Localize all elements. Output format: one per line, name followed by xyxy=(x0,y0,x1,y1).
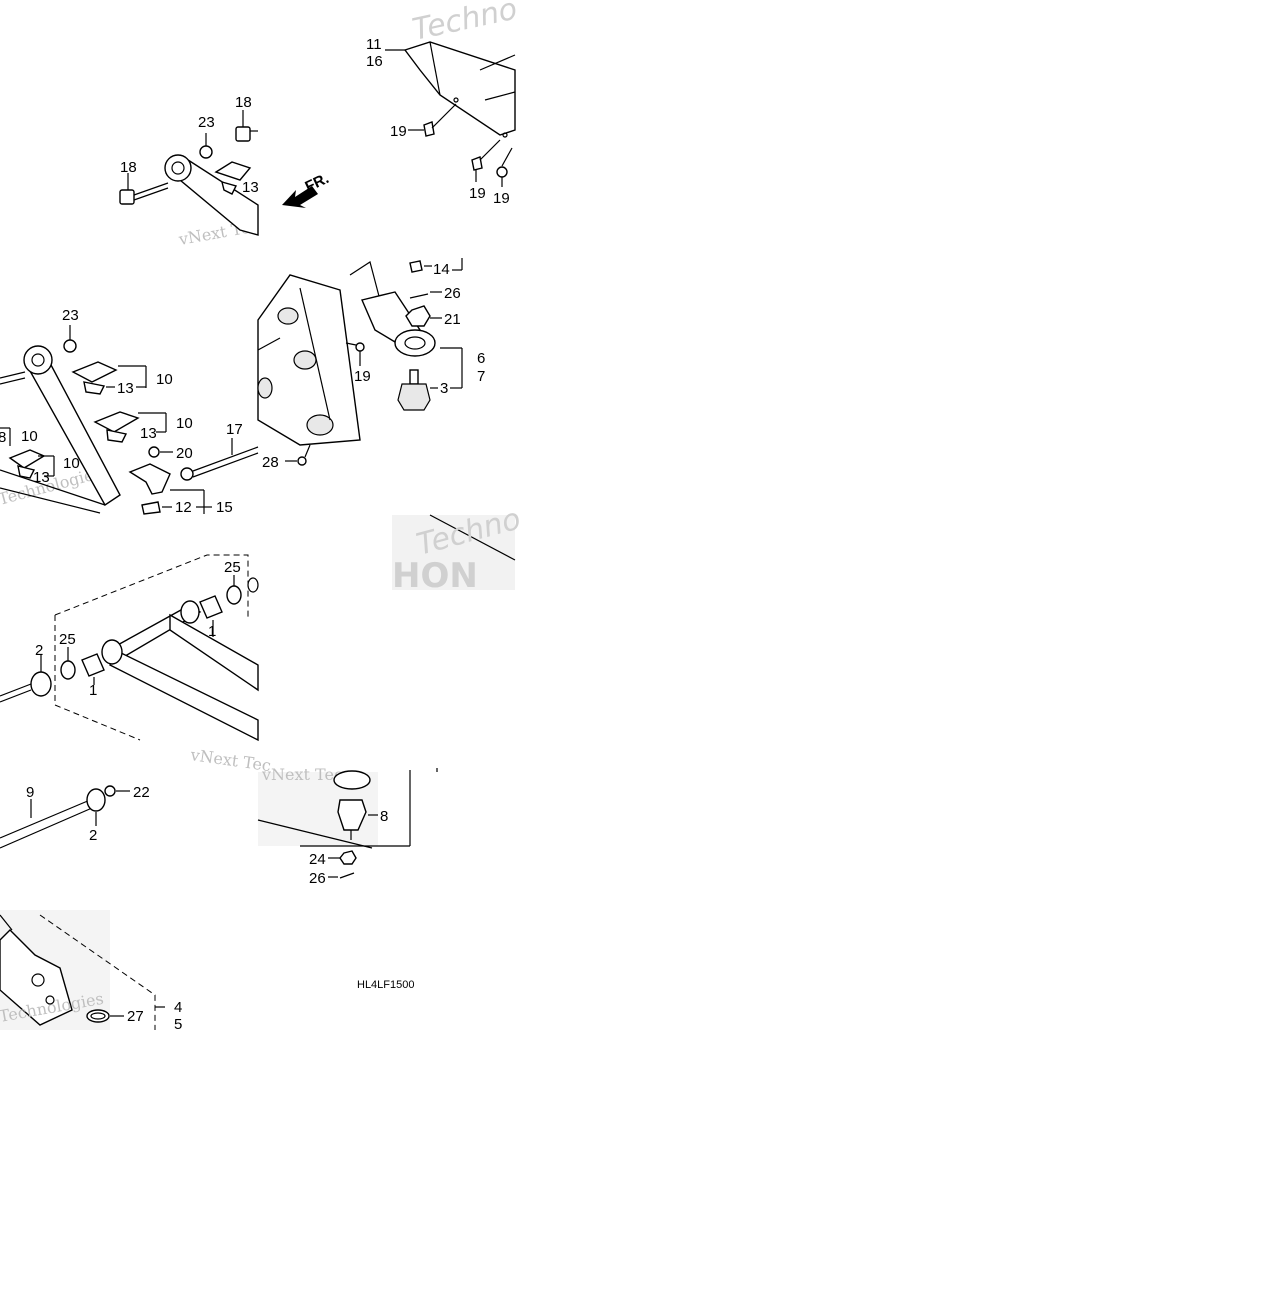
callout-10-b: 10 xyxy=(176,415,193,432)
seal-25-low xyxy=(60,660,76,680)
direction-label: FR. xyxy=(303,170,332,196)
callout-15: 15 xyxy=(216,499,233,516)
bolt-18-top xyxy=(235,126,251,142)
tile-lower-arm-hardware: Technologies 23 10 13 10 xyxy=(0,307,259,516)
nut-23-mid xyxy=(63,339,77,353)
callout-13-b: 13 xyxy=(117,380,134,397)
callout-8: 8 xyxy=(380,808,388,825)
diagram-code: HL4LF1500 xyxy=(357,979,415,991)
callout-3: 3 xyxy=(440,380,448,397)
callout-26-low: 26 xyxy=(309,870,326,887)
nut-24 xyxy=(339,850,357,865)
o-ring-27 xyxy=(86,1009,110,1023)
ball-joint-3 xyxy=(397,369,431,411)
callout-10-a: 10 xyxy=(156,371,173,388)
watermark-logo: HON xyxy=(392,556,478,596)
arm-bushing xyxy=(164,154,192,182)
washer-2-top xyxy=(30,671,52,697)
lower-knuckle-eye xyxy=(333,770,371,790)
callout-19-d: 19 xyxy=(354,368,371,385)
callout-1-low: 1 xyxy=(89,682,97,699)
callout-24: 24 xyxy=(309,851,326,868)
front-direction-arrow xyxy=(282,186,318,208)
callout-19-a: 19 xyxy=(390,123,407,140)
callout-26-top: 26 xyxy=(444,285,461,302)
bolt-19-a xyxy=(408,103,457,137)
callout-11: 11 xyxy=(366,36,382,53)
callout-20: 20 xyxy=(176,445,193,462)
callout-28: 28 xyxy=(262,454,279,471)
washer-2-low xyxy=(86,788,106,812)
callout-25-low: 25 xyxy=(59,631,76,648)
callout-10-d: 10 xyxy=(63,455,80,472)
callout-2-top: 2 xyxy=(35,642,43,659)
tile-shaft: 9 2 22 xyxy=(0,784,150,849)
nut-22 xyxy=(104,785,116,797)
bolt-28 xyxy=(297,456,307,466)
clamp-13 xyxy=(214,161,252,181)
callout-10-c: 10 xyxy=(21,428,38,445)
cotter-pin-26-top xyxy=(409,293,429,299)
shaft-9 xyxy=(0,799,91,839)
nut-21 xyxy=(405,305,431,327)
callout-19-b: 19 xyxy=(469,185,486,202)
bushing-1-low xyxy=(81,653,105,677)
tile-skid-plate-top: Techno 11 16 19 19 19 xyxy=(282,0,520,208)
clip-14 xyxy=(409,260,423,273)
nut-23-top xyxy=(199,145,213,159)
cotter-pin-26-low xyxy=(339,872,355,879)
callout-1-top: 1 xyxy=(208,623,216,640)
bolt-19-c xyxy=(496,147,513,187)
tile-lower-ball-joint: vNext Tec 8 24 26 xyxy=(257,765,438,887)
a-arm-upper-leg xyxy=(169,613,259,692)
callout-5: 5 xyxy=(174,1016,182,1033)
callout-14: 14 xyxy=(433,261,450,278)
callout-23-mid: 23 xyxy=(62,307,79,324)
watermark-company-top: Techno xyxy=(409,0,520,48)
watermark-brand-2: vNext Tec xyxy=(188,745,272,775)
watermark-brand-3: vNext Tec xyxy=(261,765,343,784)
bolt-18-left xyxy=(119,173,169,205)
collar-12 xyxy=(141,501,161,515)
bolt-17 xyxy=(180,438,259,481)
tile-upper-arm-bolts: vNext Tec 18 23 18 13 xyxy=(119,94,260,249)
clamp-set-c xyxy=(0,427,55,479)
callout-6: 6 xyxy=(477,350,485,367)
bolt-19-d xyxy=(355,342,365,352)
callout-23-top: 23 xyxy=(198,114,215,131)
tile-watermark-fragment: Techno HON xyxy=(392,501,524,596)
bracket-15 xyxy=(128,463,171,495)
callout-2-low: 2 xyxy=(89,827,97,844)
callout-9: 9 xyxy=(26,784,34,801)
seal-25-top xyxy=(226,585,242,605)
callout-4: 4 xyxy=(174,999,182,1016)
tile-a-arm: vNext Tec 1 25 1 25 2 xyxy=(0,554,272,775)
guard-plate xyxy=(403,41,516,136)
clamp-set-a xyxy=(71,361,147,395)
callout-27: 27 xyxy=(127,1008,144,1025)
callout-7: 7 xyxy=(477,368,485,385)
bushing-1-top xyxy=(199,595,223,619)
bolt-19-b xyxy=(471,139,501,182)
nut-20 xyxy=(148,446,160,458)
callout-12: 12 xyxy=(175,499,192,516)
callout-18-left: 18 xyxy=(120,159,137,176)
ball-joint-8 xyxy=(337,799,367,831)
callout-17: 17 xyxy=(226,421,243,438)
callout-25-top: 25 xyxy=(224,559,241,576)
tile-frame-knuckle: 3 6 7 21 26 14 19 28 xyxy=(257,258,485,471)
callout-22: 22 xyxy=(133,784,150,801)
callout-13-d: 13 xyxy=(33,469,50,486)
callout-13-c: 13 xyxy=(140,425,157,442)
callout-18-top: 18 xyxy=(235,94,252,111)
lower-arm-bushing xyxy=(23,345,53,375)
callout-13-top: 13 xyxy=(242,179,259,196)
tile-lower-arm-assembly: Technologies 27 4 5 xyxy=(0,910,182,1033)
callout-21: 21 xyxy=(444,311,461,328)
callout-19-c: 19 xyxy=(493,190,510,207)
clamp-set-b xyxy=(93,411,167,443)
callout-8-partial: 8 xyxy=(0,429,6,446)
callout-16: 16 xyxy=(366,53,383,70)
